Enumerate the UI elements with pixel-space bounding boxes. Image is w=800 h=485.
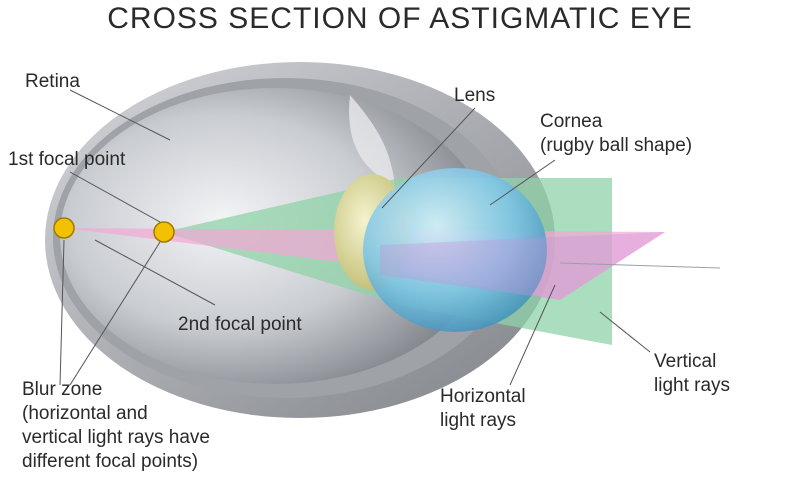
retina-label: Retina: [25, 71, 80, 92]
horizontal-rays-label-line2: light rays: [440, 410, 517, 431]
cornea-leader-line: [489, 159, 556, 206]
diagram-title: CROSS SECTION OF ASTIGMATIC EYE: [107, 2, 693, 35]
retina-leader-line: [69, 89, 171, 141]
cornea-label-line2: (rugby ball shape): [540, 135, 693, 156]
leader-lines: [59, 89, 651, 386]
blur-zone-label-line4: different focal points): [22, 451, 199, 472]
blur-zone-label-line3: vertical light rays have: [22, 427, 210, 448]
ciliary-body: [349, 95, 395, 185]
horizontal-rays-through-cornea: [380, 232, 665, 300]
first-focal-leader-line: [69, 171, 161, 223]
blur-zone-label-line1: Blur zone: [22, 379, 103, 400]
lens-leader-line: [381, 107, 476, 209]
blur-zone-label-line2: (horizontal and: [22, 403, 148, 424]
lens-label: Lens: [454, 85, 496, 106]
vertical-rays-label-line2: light rays: [654, 375, 731, 396]
blur-zone-leader-line-2: [69, 241, 161, 386]
vertical-rays-leader-line: [599, 311, 651, 353]
horizontal-rays-leader-line: [509, 284, 556, 386]
vertical-rays-label-line1: Vertical: [654, 351, 717, 372]
cornea-shape: [363, 168, 547, 332]
ray-line: [559, 262, 721, 269]
second-focal-point-label: 2nd focal point: [178, 314, 302, 335]
first-focal-point-marker: [153, 221, 175, 243]
second-focal-point-marker: [53, 217, 75, 239]
cornea-label-line1: Cornea: [540, 111, 603, 132]
first-focal-point-label: 1st focal point: [8, 149, 126, 170]
second-focal-leader-line: [94, 239, 216, 306]
horizontal-rays-label-line1: Horizontal: [440, 386, 526, 407]
blur-zone-leader-line-1: [59, 239, 65, 386]
